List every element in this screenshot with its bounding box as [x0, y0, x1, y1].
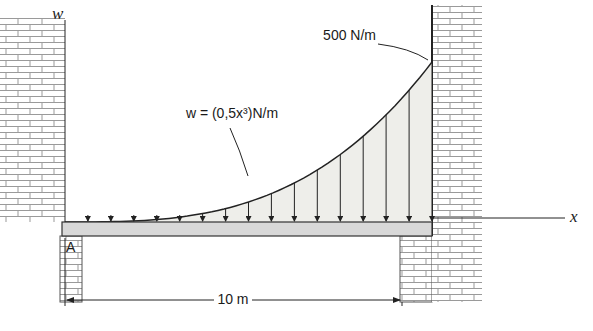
load-arrow	[317, 170, 318, 221]
leader-line	[230, 128, 248, 176]
beam	[62, 222, 432, 236]
right-support	[400, 236, 432, 302]
axis-label: x	[570, 208, 578, 225]
load-arrow	[386, 115, 387, 221]
x-axis	[432, 218, 565, 219]
load-arrow	[202, 214, 203, 221]
extension-line	[402, 302, 403, 306]
right-wall	[432, 5, 482, 302]
load-arrow	[271, 194, 272, 222]
axis-label: w	[52, 5, 63, 22]
load-arrow	[432, 62, 433, 221]
load-arrow	[248, 202, 249, 221]
load-arrow	[225, 209, 226, 221]
point-label: A	[66, 240, 75, 254]
dimension-label: 10 m	[214, 292, 251, 306]
load-arrow	[340, 155, 341, 222]
load-value: 500 N/m	[323, 28, 376, 42]
load-arrow	[87, 215, 88, 221]
left-wall	[0, 18, 65, 222]
load-arrow	[179, 215, 180, 221]
load-arrow	[294, 183, 295, 221]
w-axis	[65, 20, 66, 222]
load-arrow	[133, 215, 134, 221]
load-arrow	[363, 136, 364, 221]
load-area	[65, 62, 432, 222]
extension-line	[65, 238, 66, 306]
load-arrow	[409, 90, 410, 221]
load-arrows	[88, 62, 432, 221]
leader-line	[378, 44, 428, 60]
load-arrow	[110, 215, 111, 221]
left-support	[60, 236, 82, 302]
load-equation: w = (0,5x³)N/m	[183, 106, 281, 120]
load-curve	[65, 62, 432, 222]
